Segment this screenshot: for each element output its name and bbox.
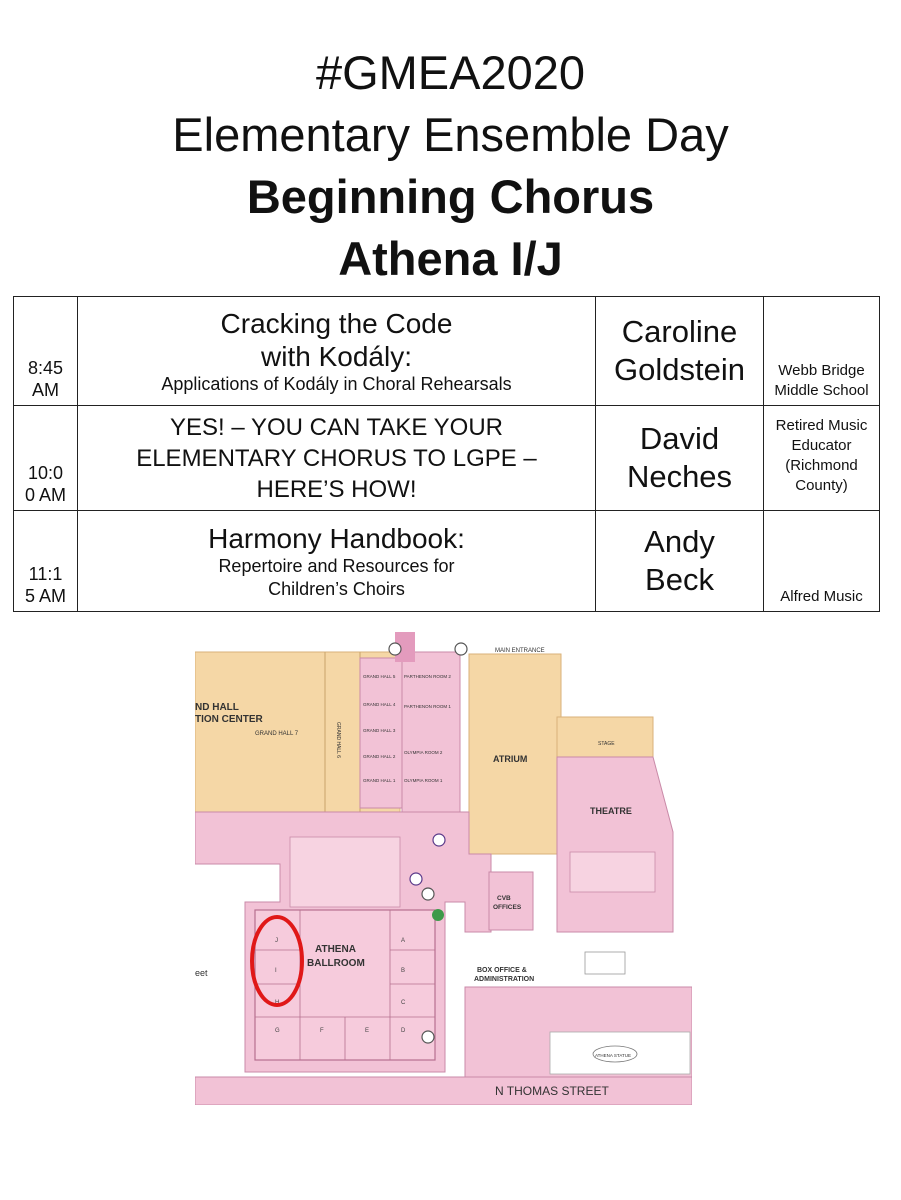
grand-hall-label: GRAND HALL 1 (363, 778, 396, 783)
room-name: Athena I/J (338, 232, 563, 285)
atrium-label: ATRIUM (493, 754, 527, 764)
athena-statue-label: ATHENA STATUE (595, 1053, 631, 1058)
time-line: AM (32, 380, 59, 400)
dollar-icon (432, 909, 444, 921)
table-row: 10:0 0 AM YES! – YOU CAN TAKE YOUR ELEME… (13, 405, 880, 511)
presenter-line: Beck (645, 562, 714, 597)
floor-plan-map: MAIN ENTRANCE ND HALL TION CENTER GRAND … (195, 632, 692, 1105)
athena-ballroom-label: BALLROOM (307, 958, 365, 969)
presenter-line: Neches (626, 459, 733, 494)
olympia-room-label: OLYMPIA ROOM 1 (404, 778, 443, 783)
presenter-org: Retired Music Educator (Richmond County) (763, 405, 880, 511)
ensemble-name: Beginning Chorus (246, 170, 655, 223)
room-letter: A (401, 938, 405, 944)
time-line: 0 AM (24, 485, 67, 505)
info-icon (421, 887, 435, 901)
time-line: 5 AM (24, 586, 67, 606)
info-icon (421, 1030, 435, 1044)
highlight-circle (250, 915, 304, 1007)
event-name: Elementary Ensemble Day (172, 108, 729, 161)
stage-label: STAGE (598, 741, 615, 747)
session-time: 8:45 AM (13, 296, 78, 406)
room-letter: E (365, 1028, 369, 1034)
valet-icon (409, 872, 423, 886)
grand-hall-label: GRAND HALL 5 (363, 674, 396, 679)
info-icon (388, 642, 402, 656)
session-title: YES! – YOU CAN TAKE YOUR ELEMENTARY CHOR… (77, 405, 596, 511)
presenter-line: David (639, 421, 720, 456)
grand-hall-6-label: GRAND HALL 6 (335, 722, 341, 758)
session-time: 10:0 0 AM (13, 405, 78, 511)
org-line: (Richmond (785, 457, 858, 474)
subtitle-line: Repertoire and Resources for (218, 555, 455, 576)
subtitle-line: Children’s Choirs (268, 578, 405, 599)
atrium-block (468, 653, 562, 855)
table-row: 11:1 5 AM Harmony Handbook: Repertoire a… (13, 510, 880, 612)
cvb-offices-label: OFFICES (493, 904, 522, 911)
org-line: County) (795, 477, 848, 494)
title-line: with Kodály: (261, 340, 412, 372)
title-line: Harmony Handbook: (208, 522, 465, 554)
box-office-label: ADMINISTRATION (474, 976, 534, 983)
table-row: 8:45 AM Cracking the Code with Kodály: A… (13, 296, 880, 406)
grand-hall-label: TION CENTER (195, 714, 264, 725)
session-time: 11:1 5 AM (13, 510, 78, 612)
time-line: 10:0 (27, 463, 64, 483)
session-title: Cracking the Code with Kodály: Applicati… (77, 296, 596, 406)
room-letter: G (275, 1028, 280, 1034)
street-label: N THOMAS STREET (495, 1084, 609, 1098)
schedule-table: 8:45 AM Cracking the Code with Kodály: A… (13, 296, 880, 612)
theatre-block (556, 756, 674, 933)
street (195, 1076, 692, 1105)
event-hashtag: #GMEA2020 (315, 46, 586, 99)
room-letter: C (401, 1000, 406, 1006)
box-office-label: BOX OFFICE & (477, 967, 527, 974)
cvb-offices-label: CVB (497, 895, 511, 902)
presenter-line: Goldstein (614, 352, 745, 387)
presenter-org: Alfred Music (763, 510, 880, 612)
presenter-org: Webb Bridge Middle School (763, 296, 880, 406)
title-line: HERE’S HOW! (256, 475, 417, 503)
org-line: Webb Bridge (778, 362, 865, 379)
page-header: #GMEA2020 Elementary Ensemble Day Beginn… (0, 42, 901, 290)
parthenon-room-label: PARTHENON ROOM 1 (404, 704, 451, 709)
grand-hall-label: ND HALL (195, 702, 239, 713)
valet-icon (432, 833, 446, 847)
street-label-left: eet (195, 968, 208, 978)
time-line: 8:45 (27, 358, 64, 378)
subtitle-line: Applications of Kodály in Choral Rehears… (161, 373, 512, 394)
athena-ballroom-label: ATHENA (315, 944, 356, 955)
title-line: Cracking the Code (220, 307, 453, 339)
grand-hall-label: GRAND HALL 3 (363, 728, 396, 733)
title-line: YES! – YOU CAN TAKE YOUR (170, 413, 503, 441)
theatre-label: THEATRE (590, 806, 632, 816)
room-letter: I (275, 968, 277, 974)
parthenon-room-label: PARTHENON ROOM 2 (404, 674, 451, 679)
main-entrance-label: MAIN ENTRANCE (495, 648, 545, 654)
grand-hall-7-label: GRAND HALL 7 (255, 731, 299, 737)
presenter-line: Caroline (621, 314, 738, 349)
presenter-name: David Neches (595, 405, 764, 511)
org-line: Middle School (774, 382, 869, 399)
cvb-offices (488, 871, 534, 931)
grand-hall-label: GRAND HALL 4 (363, 702, 396, 707)
time-line: 11:1 (28, 564, 63, 584)
org-line: Retired Music (775, 417, 868, 434)
room-letter: D (401, 1028, 406, 1034)
presenter-name: Andy Beck (595, 510, 764, 612)
title-line: ELEMENTARY CHORUS TO LGPE – (136, 444, 537, 472)
info-icon (454, 642, 468, 656)
presenter-name: Caroline Goldstein (595, 296, 764, 406)
room-letter: B (401, 968, 405, 974)
org-line: Educator (791, 437, 852, 454)
grand-hall-label: GRAND HALL 2 (363, 754, 396, 759)
olympia-room-label: OLYMPIA ROOM 2 (404, 750, 443, 755)
presenter-line: Andy (644, 524, 715, 559)
stage-block (556, 716, 654, 758)
org-line: Alfred Music (780, 588, 863, 605)
room-letter: F (320, 1028, 324, 1034)
room-letter: J (275, 938, 278, 944)
session-title: Harmony Handbook: Repertoire and Resourc… (77, 510, 596, 612)
